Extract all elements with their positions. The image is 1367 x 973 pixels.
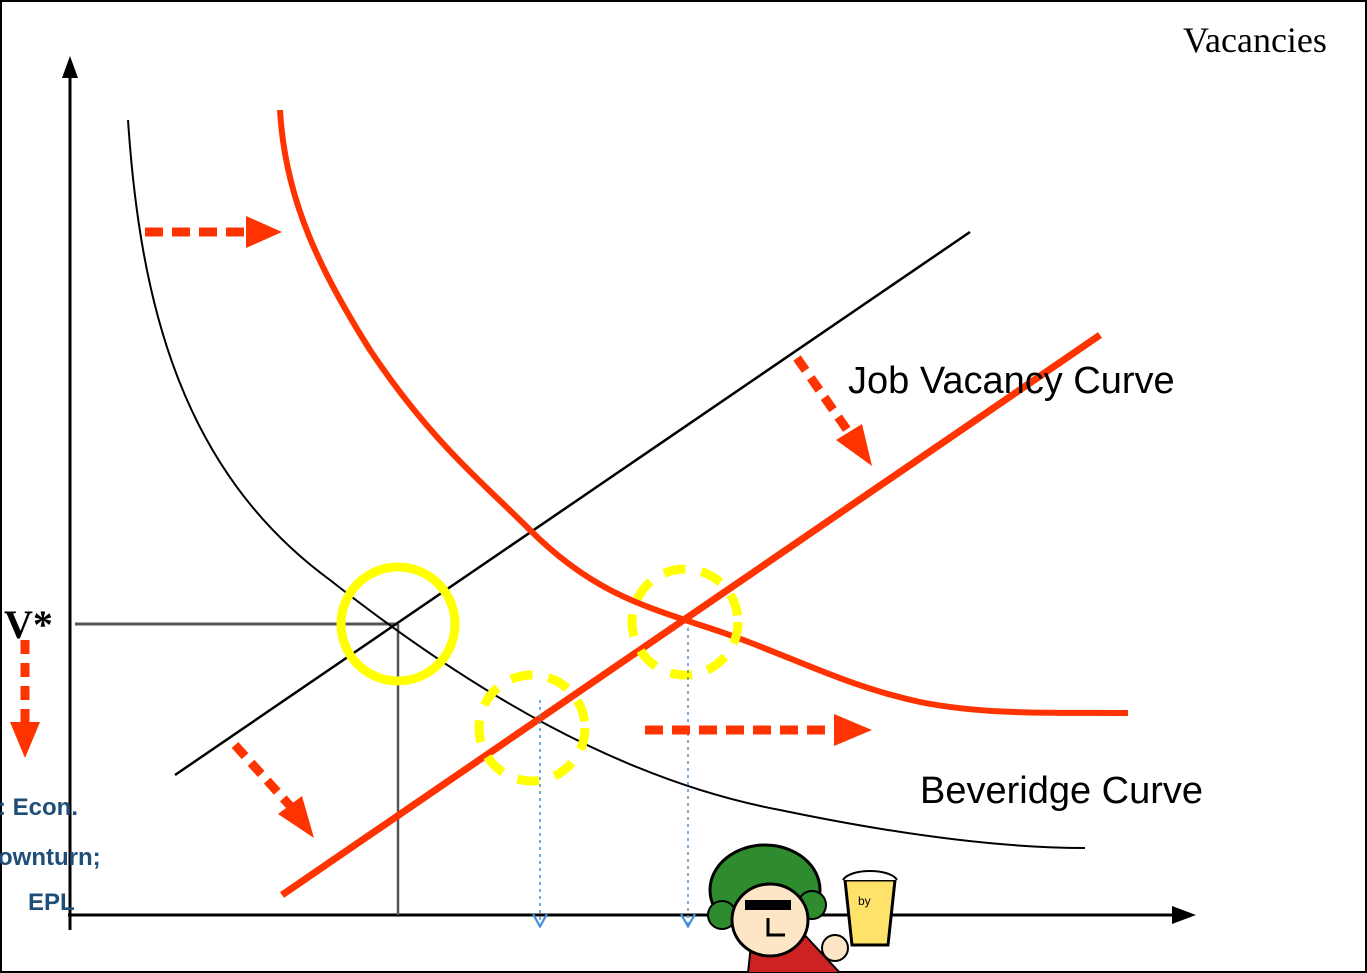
cartoon-man-with-beer-icon: by <box>707 843 898 973</box>
shift-arrow-down-right-upper <box>793 355 872 466</box>
y-axis-arrowhead <box>62 56 78 78</box>
note-line-3: EPL <box>28 889 75 916</box>
job-vacancy-curve-label: Job Vacancy Curve <box>848 360 1175 402</box>
mug-text: by <box>858 894 871 908</box>
beveridge-curve-label: Beveridge Curve <box>920 770 1203 812</box>
x-axis-arrowhead <box>1172 906 1196 924</box>
note-line-1: : Econ. <box>0 794 78 821</box>
shift-arrow-top-right <box>145 216 282 248</box>
job-vacancy-curve-original <box>174 230 971 777</box>
beveridge-curve-shifted <box>277 109 1129 716</box>
shift-arrow-middle-right <box>645 714 872 746</box>
y-axis-label: Vacancies <box>1183 20 1327 60</box>
equilibrium-circle-upper <box>627 564 743 680</box>
v-star-label: V* <box>4 602 53 647</box>
shift-arrow-down-left <box>10 640 40 758</box>
job-vacancy-curve-shifted <box>280 332 1102 898</box>
equilibrium-circle-original <box>336 562 460 686</box>
note-line-2: ownturn; <box>0 844 101 871</box>
shift-arrow-down-right-lower <box>231 741 314 838</box>
equilibrium-circle-lower <box>474 670 590 786</box>
